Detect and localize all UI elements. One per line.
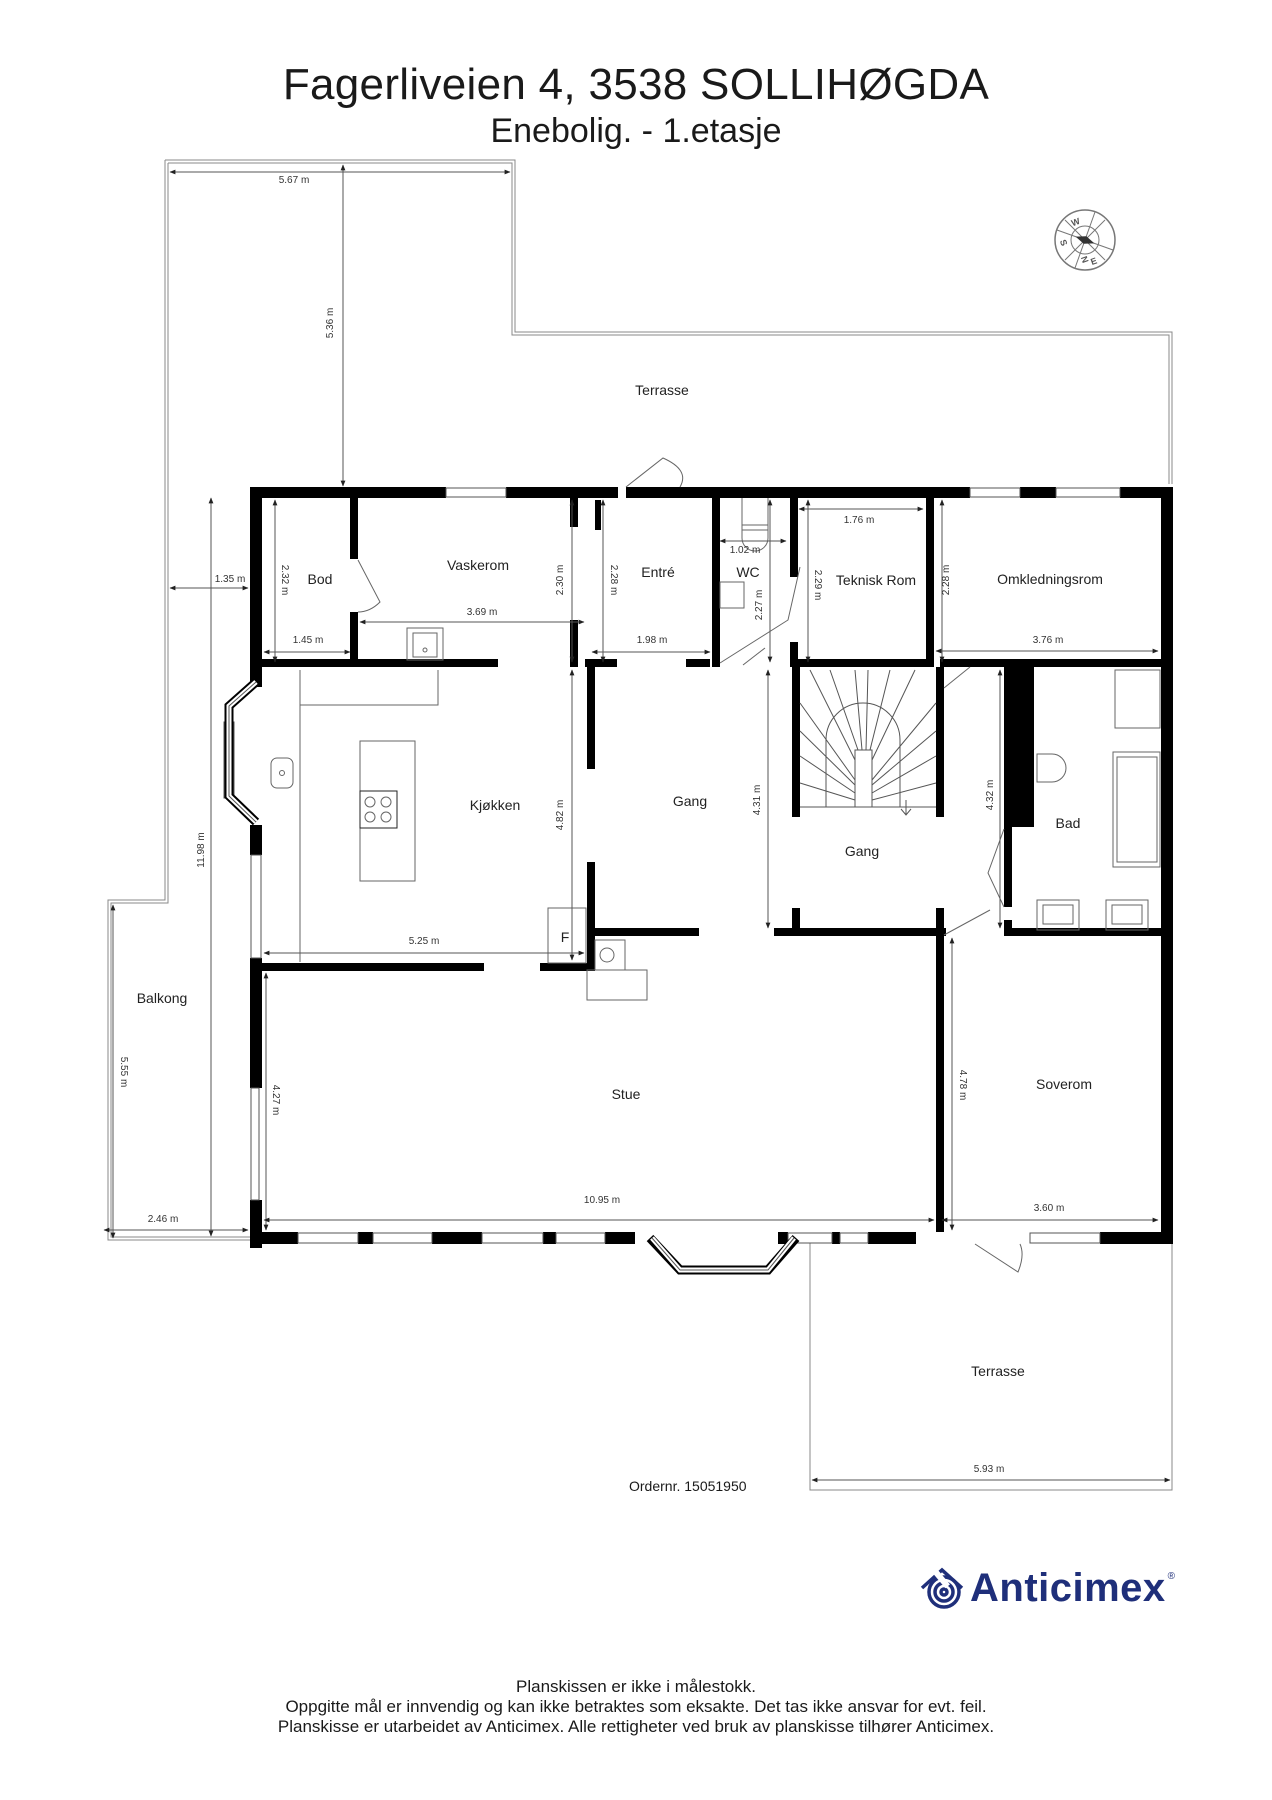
svg-text:5.36 m: 5.36 m: [325, 308, 336, 339]
fixtures: [270, 498, 1161, 1001]
room-label-terrasse-north: Terrasse: [635, 382, 689, 398]
svg-text:1.02 m: 1.02 m: [730, 545, 761, 556]
room-label-kjokken: Kjøkken: [470, 797, 521, 813]
svg-text:1.98 m: 1.98 m: [637, 635, 668, 646]
dimension-lines: [103, 164, 1171, 1483]
svg-text:2.30 m: 2.30 m: [555, 565, 566, 596]
room-label-gang-2: Gang: [845, 843, 879, 859]
order-number: Ordernr. 15051950: [629, 1478, 747, 1494]
room-label-omkledningsrom: Omkledningsrom: [997, 571, 1103, 587]
staircase: [799, 669, 937, 816]
dimension-labels: 5.67 m 5.36 m 1.35 m 11.98 m 2.32 m 1.45…: [118, 175, 1064, 1475]
svg-text:2.46 m: 2.46 m: [148, 1214, 179, 1225]
room-label-bod: Bod: [308, 571, 333, 587]
svg-text:4.27 m: 4.27 m: [270, 1085, 281, 1116]
svg-text:1.35 m: 1.35 m: [215, 574, 246, 585]
svg-text:S: S: [1058, 238, 1069, 247]
svg-text:1.76 m: 1.76 m: [844, 515, 875, 526]
svg-text:4.78 m: 4.78 m: [957, 1070, 968, 1101]
svg-text:1.45 m: 1.45 m: [293, 635, 324, 646]
room-label-balkong: Balkong: [137, 990, 188, 1006]
interior-walls: [250, 487, 1173, 1232]
brand-name: Anticimex: [970, 1565, 1166, 1610]
footer-disclaimer: Oppgitte mål er innvendig og kan ikke be…: [285, 1697, 987, 1716]
room-label-soverom: Soverom: [1036, 1076, 1092, 1092]
anticimex-logo: Anticimex ®: [918, 1563, 1175, 1613]
svg-text:3.69 m: 3.69 m: [467, 607, 498, 618]
compass-icon: W N E S: [1054, 209, 1116, 271]
windows: [223, 487, 1121, 1244]
room-label-gang-1: Gang: [673, 793, 707, 809]
svg-text:3.76 m: 3.76 m: [1033, 635, 1064, 646]
svg-text:5.67 m: 5.67 m: [279, 175, 310, 186]
outdoor-outlines: [107, 159, 1173, 1491]
room-label-vaskerom: Vaskerom: [447, 557, 509, 573]
room-label-terrasse-south: Terrasse: [971, 1363, 1025, 1379]
svg-text:2.27 m: 2.27 m: [754, 590, 765, 621]
svg-text:E: E: [1089, 256, 1098, 267]
footer-copyright: Planskisse er utarbeidet av Anticimex. A…: [277, 1717, 995, 1736]
registered-mark: ®: [1167, 1571, 1176, 1582]
room-label-wc: WC: [736, 564, 759, 580]
exterior-walls: [250, 487, 1173, 1248]
room-label-teknisk-rom: Teknisk Rom: [836, 572, 916, 588]
room-label-bad: Bad: [1056, 815, 1081, 831]
svg-text:5.25 m: 5.25 m: [409, 936, 440, 947]
svg-text:5.55 m: 5.55 m: [118, 1057, 129, 1088]
svg-text:2.28 m: 2.28 m: [941, 565, 952, 596]
svg-text:11.98 m: 11.98 m: [196, 832, 207, 867]
svg-text:2.29 m: 2.29 m: [812, 570, 823, 601]
room-label-stue: Stue: [612, 1086, 641, 1102]
svg-text:5.93 m: 5.93 m: [974, 1464, 1005, 1475]
svg-text:10.95 m: 10.95 m: [584, 1195, 620, 1206]
floor-subtitle: Enebolig. - 1.etasje: [490, 112, 782, 150]
footer-scale-note: Planskissen er ikke i målestokk.: [516, 1677, 756, 1696]
svg-text:3.60 m: 3.60 m: [1034, 1203, 1065, 1214]
anticimex-logo-icon: [920, 1567, 964, 1609]
svg-text:W: W: [1070, 216, 1082, 228]
svg-text:N: N: [1079, 255, 1091, 265]
room-label-entre: Entré: [641, 564, 675, 580]
svg-text:4.31 m: 4.31 m: [752, 785, 763, 816]
svg-text:2.28 m: 2.28 m: [608, 565, 619, 596]
doors: [357, 457, 1023, 1273]
fridge-mark: F: [561, 929, 570, 945]
address-title: Fagerliveien 4, 3538 SOLLIHØGDA: [282, 60, 990, 109]
room-labels: Terrasse Bod Vaskerom Entré WC Teknisk R…: [137, 382, 1103, 1379]
svg-text:2.32 m: 2.32 m: [279, 565, 290, 596]
svg-text:4.82 m: 4.82 m: [555, 800, 566, 831]
svg-text:4.32 m: 4.32 m: [985, 780, 996, 811]
